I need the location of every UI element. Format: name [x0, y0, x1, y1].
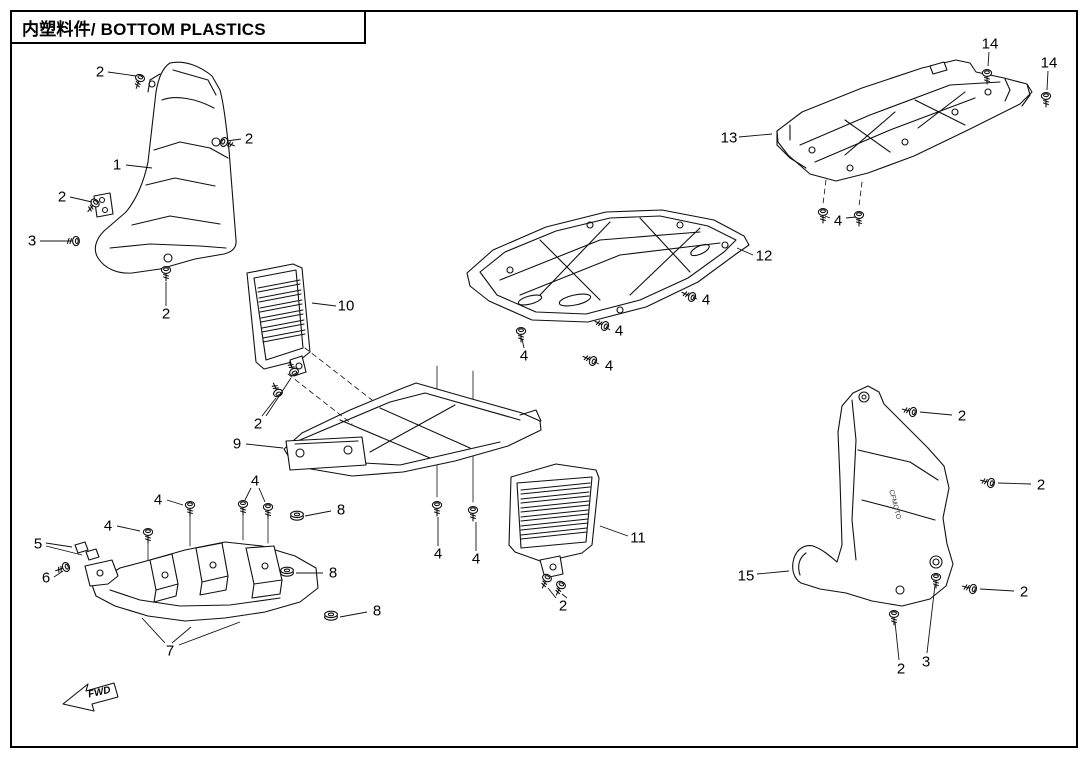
- part-1-front-side-panel: [64, 61, 237, 282]
- part-8-nut: [290, 510, 304, 521]
- callout-label: 2: [162, 306, 170, 323]
- part-5-clip: [85, 548, 100, 561]
- callout-label: 13: [721, 130, 738, 147]
- fwd-arrow: FWD: [62, 682, 119, 712]
- callout-label: 15: [738, 568, 755, 585]
- callout-label: 2: [1020, 584, 1028, 601]
- callout-label: 1: [113, 157, 121, 174]
- callout-label: 3: [922, 654, 930, 671]
- part-10-louver-panel: [246, 263, 311, 399]
- callout-label: 2: [254, 416, 262, 433]
- callout-label: 2: [96, 64, 104, 81]
- part-15-rear-side-panel: CFMOTO: [792, 385, 997, 626]
- callout-label: 4: [251, 473, 259, 490]
- callout-label: 4: [605, 358, 613, 375]
- callout-label: 2: [245, 131, 253, 148]
- part-5-clip: [74, 541, 89, 554]
- page-border: [10, 10, 1078, 748]
- part-11-louver-panel: [508, 463, 600, 598]
- part-13-rear-lower-plate: [776, 59, 1052, 227]
- callout-label: 4: [834, 213, 842, 230]
- fwd-label: FWD: [87, 685, 112, 701]
- part-12-rear-skid-plate: [466, 209, 750, 368]
- page-title: 内塑料件/ BOTTOM PLASTICS: [22, 19, 266, 39]
- callout-label: 2: [559, 598, 567, 615]
- part-7-bracket-assembly: [53, 500, 338, 622]
- callout-label: 2: [897, 661, 905, 678]
- callout-label: 4: [520, 348, 528, 365]
- callout-label: 4: [702, 292, 710, 309]
- callout-label: 5: [34, 536, 42, 553]
- callout-label: 11: [630, 530, 646, 547]
- title-box: 内塑料件/ BOTTOM PLASTICS: [10, 10, 366, 44]
- callout-label: 2: [58, 189, 66, 206]
- callout-label: 10: [338, 298, 355, 315]
- callout-label: 9: [233, 436, 241, 453]
- part-8-nut: [280, 566, 294, 577]
- callout-label: 12: [756, 248, 773, 265]
- callout-label: 14: [982, 36, 999, 53]
- callout-label: 4: [472, 551, 480, 568]
- callout-label: 8: [373, 603, 381, 620]
- callout-label: 4: [615, 323, 623, 340]
- callout-label: 3: [28, 233, 36, 250]
- leader-lines: [40, 51, 1049, 661]
- part-6-hook-bracket: [84, 559, 119, 587]
- callout-label: 4: [154, 492, 162, 509]
- callout-label: 8: [337, 502, 345, 519]
- callout-label: 6: [42, 570, 50, 587]
- part-9-center-skid-plate: [283, 365, 542, 522]
- callout-label: 4: [434, 546, 442, 563]
- alignment-lines: [287, 347, 373, 425]
- callout-label: 2: [1037, 477, 1045, 494]
- callout-labels: 2 2 1 2 3 2 10 2 9 4 4 4 5 6 7 8 8 8 4 4…: [28, 36, 1058, 678]
- callout-label: 2: [958, 408, 966, 425]
- callout-label: 14: [1041, 55, 1058, 72]
- part-8-nut: [324, 610, 338, 621]
- callout-label: 8: [329, 565, 337, 582]
- callout-label: 7: [166, 643, 174, 660]
- callout-label: 4: [104, 518, 112, 535]
